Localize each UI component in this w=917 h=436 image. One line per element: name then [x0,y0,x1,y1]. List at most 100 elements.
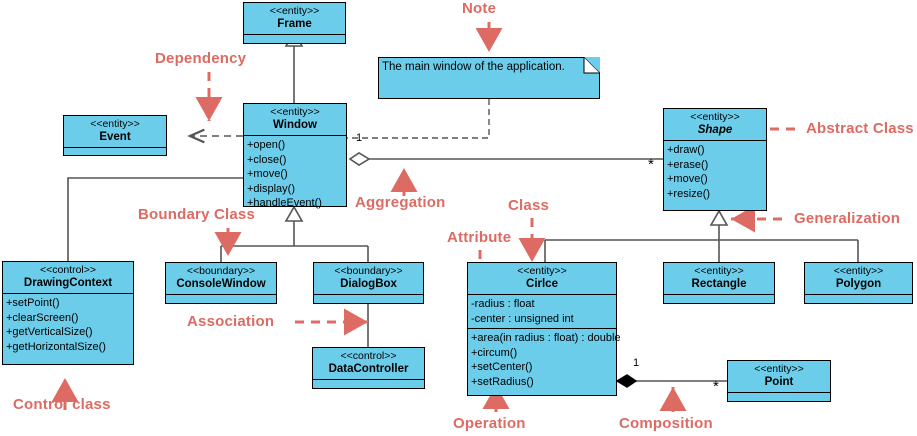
operation-row: +setPoint() [6,297,60,310]
class-box-drawingcontext[interactable]: <<control>> DrawingContext +setPoint() +… [2,261,134,365]
annotation-abstract-class: Abstract Class [806,120,914,137]
annotation-control-class: Control class [13,396,111,413]
class-box-datacontroller[interactable]: <<control>> DataController [312,347,425,389]
aggregation-window-shape [348,152,663,166]
class-header-circle: <<entity>> Cirlce [468,263,616,294]
note-shape [378,57,600,99]
class-header-window: <<entity>> Window [244,104,346,135]
operation-row: +circum() [471,346,518,359]
class-header-event: <<entity>> Event [64,116,166,147]
annotation-class: Class [508,197,550,214]
class-name-polygon: Polygon [835,278,882,291]
stereotype-rectangle: <<entity>> [694,265,744,277]
stereotype-shape: <<entity>> [690,111,740,123]
operation-row: +area(in radius : float) : double [471,332,621,345]
annotation-generalization: Generalization [794,210,901,227]
operations-drawingcontext: +setPoint() +clearScreen() +getVerticalS… [3,293,133,356]
stereotype-drawingcontext: <<control>> [39,264,97,276]
operation-row: +resize() [667,187,711,200]
operation-row: +setCenter() [471,361,533,374]
multiplicity-circle-point-target: * [713,378,719,395]
note-text: The main window of the application. [382,61,565,73]
multiplicity-window-shape-source: 1 [356,132,363,144]
class-name-point: Point [764,376,794,389]
class-header-rectangle: <<entity>> Rectangle [664,263,774,294]
operation-row: +getVerticalSize() [6,326,93,339]
operation-row: +handleEvent() [247,197,322,210]
class-header-shape: <<entity>> Shape [664,109,766,140]
class-header-datacontroller: <<control>> DataController [313,348,424,379]
class-name-dialogbox: DialogBox [340,278,397,291]
class-empty-section-dialogbox [314,294,423,305]
class-name-frame: Frame [277,18,312,31]
class-box-point[interactable]: <<entity>> Point [727,360,831,402]
class-box-frame[interactable]: <<entity>> Frame [243,2,346,44]
class-box-window[interactable]: <<entity>> Window +open() +close() +move… [243,103,347,209]
class-box-consolewindow[interactable]: <<boundary>> ConsoleWindow [165,262,277,304]
class-header-drawingcontext: <<control>> DrawingContext [3,262,133,293]
class-empty-section-polygon [805,294,912,305]
stereotype-polygon: <<entity>> [833,265,884,277]
class-header-point: <<entity>> Point [728,361,830,392]
class-header-frame: <<entity>> Frame [244,3,345,34]
class-empty-section-point [728,392,830,403]
operations-shape: +draw() +erase() +move() +resize() [664,140,766,203]
stereotype-datacontroller: <<control>> [340,350,397,362]
class-empty-section-rectangle [664,294,774,305]
operation-row: +getHorizontalSize() [6,340,106,353]
class-box-shape[interactable]: <<entity>> Shape +draw() +erase() +move(… [663,108,767,211]
class-name-window: Window [273,119,317,132]
operation-row: +close() [247,153,287,166]
stereotype-dialogbox: <<boundary>> [334,265,403,277]
annotation-association: Association [187,313,275,330]
class-name-rectangle: Rectangle [691,278,747,291]
operation-row: +clearScreen() [6,311,79,324]
class-header-dialogbox: <<boundary>> DialogBox [314,263,423,294]
class-name-drawingcontext: DrawingContext [23,277,113,290]
operations-circle: +area(in radius : float) : double +circu… [468,328,621,391]
stereotype-window: <<entity>> [270,106,320,118]
class-empty-section-datacontroller [313,379,424,390]
operations-window: +open() +close() +move() +display() +han… [244,135,346,213]
attribute-row: -radius : float [471,298,535,311]
operation-row: +setRadius() [471,375,534,388]
annotation-boundary-class: Boundary Class [138,206,255,223]
operation-row: +erase() [667,158,709,171]
stereotype-circle: <<entity>> [517,265,567,277]
operation-row: +move() [247,168,288,181]
attribute-row: -center : unsigned int [471,312,574,325]
class-box-circle[interactable]: <<entity>> Cirlce -radius : float -cente… [467,262,621,396]
class-box-dialogbox[interactable]: <<boundary>> DialogBox [313,262,424,304]
annotation-composition: Composition [619,415,713,432]
operation-row: +display() [247,182,295,195]
class-header-consolewindow: <<boundary>> ConsoleWindow [166,263,276,294]
class-header-polygon: <<entity>> Polygon [805,263,912,294]
class-name-shape: Shape [697,124,733,137]
annotation-operation: Operation [453,415,526,432]
attributes-circle: -radius : float -center : unsigned int [468,294,616,328]
stereotype-event: <<entity>> [90,118,140,130]
stereotype-point: <<entity>> [754,363,804,375]
note-box[interactable]: The main window of the application. [378,57,600,99]
class-box-polygon[interactable]: <<entity>> Polygon [804,262,913,304]
annotation-dependency: Dependency [155,50,247,67]
composition-circle-point [615,374,727,388]
class-empty-section-event [64,147,166,158]
class-name-circle: Cirlce [526,278,558,291]
class-box-event[interactable]: <<entity>> Event [63,115,167,156]
class-box-rectangle[interactable]: <<entity>> Rectangle [663,262,775,304]
multiplicity-circle-point-source: 1 [633,357,640,369]
class-name-datacontroller: DataController [328,363,409,376]
annotation-note: Note [462,0,497,17]
operation-row: +open() [247,139,286,152]
class-empty-section-consolewindow [166,294,276,305]
multiplicity-window-shape-target: * [648,156,654,173]
class-empty-section-frame [244,34,345,45]
operation-row: +draw() [667,144,705,157]
class-name-consolewindow: ConsoleWindow [176,278,266,291]
class-name-event: Event [99,131,131,144]
operation-row: +move() [667,173,708,186]
note-anchor-line [347,99,490,139]
stereotype-frame: <<entity>> [269,5,320,17]
